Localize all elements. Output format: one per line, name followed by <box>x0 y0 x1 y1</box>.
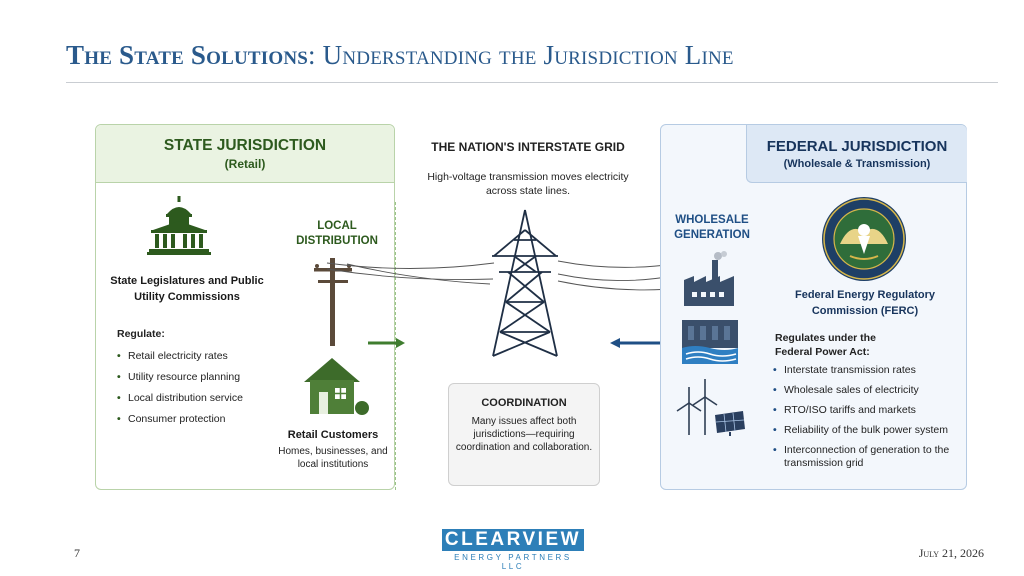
federal-heading: FEDERAL JURISDICTION <box>766 138 948 155</box>
transmission-tower-icon <box>492 209 558 357</box>
coordination-box: COORDINATION Many issues affect both jur… <box>448 383 600 486</box>
capitol-building-icon <box>147 196 211 255</box>
federal-regulate-list: Interstate transmission rates Wholesale … <box>772 364 967 477</box>
title-divider <box>66 82 998 83</box>
list-item: Consumer protection <box>116 413 276 426</box>
federal-panel-header: FEDERAL JURISDICTION (Wholesale & Transm… <box>746 125 967 183</box>
regulates-label: Regulates under the Federal Power Act: <box>775 332 876 358</box>
slide-title-main: The State Solutions <box>66 40 309 70</box>
power-plant-icon <box>684 251 734 306</box>
house-icon <box>304 358 369 415</box>
federal-subheading: (Wholesale & Transmission) <box>783 158 931 170</box>
hydro-dam-icon <box>682 320 738 364</box>
list-item: Utility resource planning <box>116 371 276 384</box>
clearview-logo: CLEARVIEW ENERGY PARTNERS LLC <box>442 529 584 571</box>
coordination-desc: Many issues affect both jurisdictions—re… <box>455 416 593 453</box>
list-item: Interconnection of generation to the tra… <box>772 444 967 470</box>
state-heading: STATE JURISDICTION <box>163 137 327 154</box>
transmission-diagram <box>326 209 686 357</box>
retail-customers-title: Retail Customers <box>287 429 379 441</box>
page-number: 7 <box>74 546 80 560</box>
jurisdiction-figure: STATE JURISDICTION (Retail) State Legisl… <box>95 122 970 492</box>
logo-subtitle: ENERGY PARTNERS LLC <box>454 553 572 571</box>
green-flow-arrow <box>368 338 405 348</box>
jurisdiction-boundary-line <box>395 202 396 490</box>
slide-title-sub: : Understanding the Jurisdiction Line <box>308 40 734 70</box>
state-subheading: (Retail) <box>224 157 266 171</box>
grid-title: THE NATION'S INTERSTATE GRID <box>431 140 625 154</box>
grid-description: High-voltage transmission moves electric… <box>427 171 629 197</box>
coordination-title: COORDINATION <box>481 397 567 409</box>
state-regulate-list: Retail electricity rates Utility resourc… <box>116 350 276 434</box>
list-item: Wholesale sales of electricity <box>772 384 967 397</box>
state-panel-header: STATE JURISDICTION (Retail) <box>96 125 394 183</box>
retail-customers-desc: Homes, businesses, and local institution… <box>278 446 388 470</box>
list-item: Interstate transmission rates <box>772 364 967 377</box>
slide-title: The State Solutions: Understanding the J… <box>66 40 734 71</box>
slide-date: July 21, 2026 <box>918 546 984 560</box>
wind-solar-icon <box>676 379 745 436</box>
wholesale-generation-label: WHOLESALE GENERATION <box>674 214 750 241</box>
list-item: Reliability of the bulk power system <box>772 424 967 437</box>
state-jurisdiction-panel: STATE JURISDICTION (Retail) <box>95 124 395 490</box>
list-item: Local distribution service <box>116 392 276 405</box>
regulate-label: Regulate: <box>117 328 165 340</box>
list-item: RTO/ISO tariffs and markets <box>772 404 967 417</box>
ferc-seal-icon <box>822 197 906 281</box>
ferc-agency-name: Federal Energy Regulatory Commission (FE… <box>795 289 935 317</box>
local-distribution-label: LOCAL DISTRIBUTION <box>296 220 378 247</box>
state-legislatures-label: State Legislatures and Public Utility Co… <box>110 275 264 303</box>
logo-wordmark: CLEARVIEW <box>442 529 584 551</box>
list-item: Retail electricity rates <box>116 350 276 363</box>
